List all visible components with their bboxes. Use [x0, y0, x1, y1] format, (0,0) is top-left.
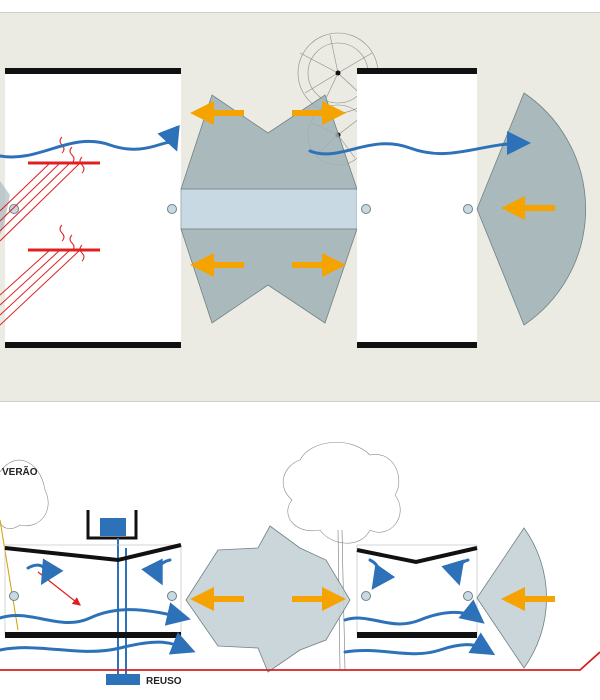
orange-arrow-icon [190, 587, 555, 611]
wave-arrow-icon [0, 124, 531, 159]
reuse-label: REUSO [146, 676, 182, 687]
sun-angle-line [0, 519, 19, 631]
corridor [180, 188, 358, 230]
orange-arrow-icon [190, 101, 555, 277]
section-panel: VERÃO [0, 420, 600, 700]
partial-shutter [0, 181, 10, 235]
water-tank-icon [86, 510, 138, 682]
reuse-tank [106, 674, 140, 685]
summer-label: VERÃO [2, 465, 38, 478]
section-room-right [356, 544, 478, 638]
section-room-left [4, 543, 182, 638]
section-shutter-middle [185, 525, 351, 673]
plan-drawing [0, 32, 587, 348]
room-left [5, 68, 181, 348]
curl-air-icon [26, 558, 470, 590]
plan-panel [0, 12, 600, 402]
section-drawing: VERÃO [0, 442, 600, 687]
sun-ray-icon [0, 136, 100, 326]
wave-arrow-icon [0, 599, 496, 656]
room-right [357, 68, 477, 348]
ground-line [0, 651, 600, 671]
